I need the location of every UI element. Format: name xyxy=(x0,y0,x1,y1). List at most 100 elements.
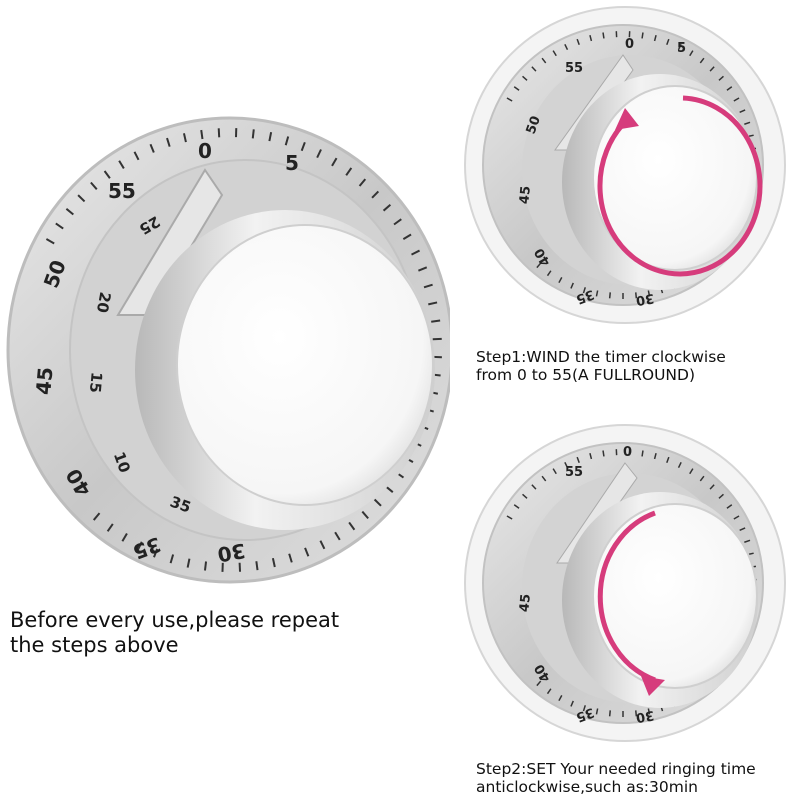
dial-tick xyxy=(634,292,638,299)
dial-tick xyxy=(595,290,599,297)
dial-tick xyxy=(393,218,402,226)
knob-face xyxy=(176,224,434,506)
dial-tick xyxy=(541,475,547,482)
dial-tick xyxy=(531,66,537,72)
dial-tick xyxy=(595,708,599,715)
dial-label-45: 45 xyxy=(31,366,57,396)
step2-caption-line1: Step2:SET Your needed ringing time xyxy=(476,760,756,778)
dial-tick xyxy=(552,468,557,475)
dial-tick xyxy=(602,450,605,457)
dial-tick xyxy=(77,194,86,203)
dial-tick xyxy=(45,238,55,245)
dial-tick xyxy=(300,141,306,152)
dial-tick xyxy=(423,283,433,289)
dial-tick xyxy=(255,561,259,571)
dial-tick xyxy=(689,50,694,57)
dial-tick xyxy=(531,484,537,490)
dial-tick xyxy=(92,512,101,521)
dial-tick xyxy=(319,540,326,550)
step1-label-50: 50 xyxy=(524,114,544,136)
step2-arrow-head xyxy=(641,676,665,696)
dial-tick xyxy=(166,137,171,147)
dial-tick xyxy=(666,456,670,463)
dial-tick xyxy=(718,493,724,499)
dial-tick xyxy=(718,75,724,81)
step2-label-30: 30 xyxy=(635,707,655,725)
main-timer-image: 0 5 55 50 45 40 35 30 25 20 15 10 35 xyxy=(6,116,450,584)
step1-label-30: 30 xyxy=(635,290,655,308)
dial-tick xyxy=(149,143,155,153)
dial-tick xyxy=(536,262,542,269)
dial-tick xyxy=(268,132,273,142)
dial-tick xyxy=(536,680,542,687)
dial-tick xyxy=(203,561,208,571)
dial-tick xyxy=(334,531,341,541)
dial-tick xyxy=(564,43,569,51)
dial-tick xyxy=(506,97,513,102)
dial-tick xyxy=(709,66,715,72)
dial-label-55: 55 xyxy=(108,179,136,203)
step1-label-35: 35 xyxy=(574,286,596,306)
dial-tick xyxy=(55,222,64,230)
step2-label-55: 55 xyxy=(565,465,583,480)
dial-tick xyxy=(677,43,682,51)
dial-tick xyxy=(65,208,74,216)
dial-tick xyxy=(513,86,520,91)
dial-tick xyxy=(570,700,574,707)
dial-tick xyxy=(647,290,651,297)
step1-label-5: 5 xyxy=(677,41,686,56)
dial-tick xyxy=(564,461,569,469)
dial-tick xyxy=(251,129,255,139)
dial-tick xyxy=(304,547,310,557)
dial-tick xyxy=(371,190,380,199)
dial-tick xyxy=(582,287,586,294)
dial-tick xyxy=(689,468,694,475)
dial-tick xyxy=(345,167,353,176)
step1-label-55: 55 xyxy=(565,61,583,76)
dial-tick xyxy=(546,270,552,277)
dial-tick xyxy=(136,541,143,551)
dial-label-0: 0 xyxy=(198,139,212,163)
dial-tick xyxy=(677,461,682,469)
dial-tick xyxy=(602,32,605,39)
dial-tick xyxy=(666,38,670,45)
dial-tick xyxy=(608,292,612,299)
dial-tick xyxy=(284,136,290,146)
step2-anticlockwise-arrow xyxy=(597,510,656,683)
step1-caption: Step1:WIND the timer clockwise from 0 to… xyxy=(476,348,796,385)
dial-tick xyxy=(699,57,705,64)
dial-tick xyxy=(169,554,175,564)
step1-label-45: 45 xyxy=(517,185,534,204)
dial-tick xyxy=(552,50,557,57)
dial-tick xyxy=(576,456,580,463)
dial-tick xyxy=(331,157,338,167)
step1-caption-line1: Step1:WIND the timer clockwise xyxy=(476,348,726,366)
dial-tick xyxy=(348,521,356,531)
dial-tick xyxy=(709,484,715,490)
dial-tick xyxy=(153,548,159,558)
dial-label-30: 30 xyxy=(216,538,248,566)
dial-tick xyxy=(316,149,322,159)
dial-tick xyxy=(506,515,513,520)
dial-tick xyxy=(641,32,644,39)
dial-tick xyxy=(726,86,733,91)
main-caption-line1: Before every use,please repeat xyxy=(10,608,340,632)
dial-tick xyxy=(90,181,98,190)
step1-label-0: 0 xyxy=(625,37,634,52)
dial-tick xyxy=(182,133,187,143)
dial-tick xyxy=(641,450,644,457)
step2-label-45: 45 xyxy=(517,593,534,612)
dial-tick xyxy=(608,710,612,717)
dial-tick-marks xyxy=(45,128,442,572)
dial-tick xyxy=(589,452,593,460)
dial-tick xyxy=(546,688,552,695)
dial-tick xyxy=(361,510,369,520)
inner-label-15: 15 xyxy=(86,371,106,393)
step2-caption-line2: anticlockwise,such as:30min xyxy=(476,778,698,797)
dial-tick xyxy=(373,498,382,507)
dial-tick xyxy=(558,695,563,702)
dial-label-5: 5 xyxy=(285,151,299,175)
dial-tick xyxy=(634,710,638,717)
step2-label-0: 0 xyxy=(623,445,632,460)
step2-caption: Step2:SET Your needed ringing time antic… xyxy=(476,760,800,797)
